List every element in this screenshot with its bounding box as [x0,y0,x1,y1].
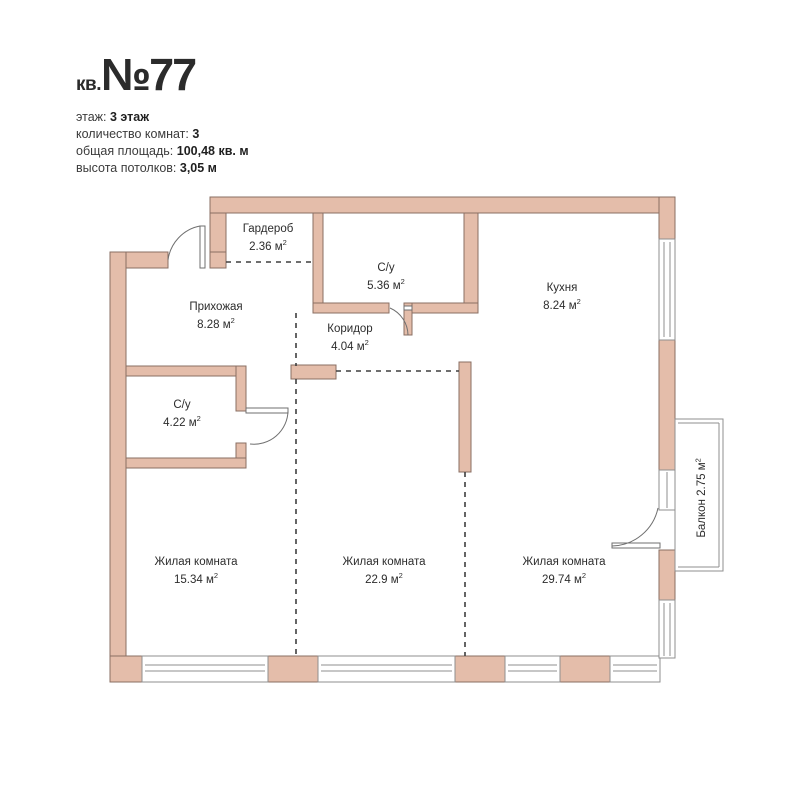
page-title: кв.№77 [76,52,496,97]
room-name-living-right: Жилая комната [522,556,606,568]
wall-bath-upper-right [463,212,479,314]
room-label-kitchen: Кухня 8.24 м2 [543,281,581,313]
room-name-corridor: Коридор [327,323,373,335]
title-prefix: кв. [76,74,101,95]
wall-bath-upper-left [312,212,324,314]
spec-value-floor: 3 этаж [109,110,150,124]
balcony-outline [674,418,724,572]
room-area-bath-upper: 5.36 м2 [367,277,405,292]
door-bath-lower-leaf [245,407,289,414]
wall-bottom-pier-2 [454,655,506,683]
windows [141,238,676,683]
room-label-bath-upper: С/у 5.36 м2 [367,261,405,293]
window-bottom-1-frame [141,655,269,683]
door-entrance-arc [167,225,201,261]
room-area-living-mid: 22.9 м2 [365,571,403,586]
room-label-bath-lower: С/у 4.22 м2 [163,398,201,430]
spec-label-floor: этаж: [76,110,107,124]
spec-label-ceiling-height: высота потолков: [76,161,177,175]
room-name-wardrobe: Гардероб [242,223,294,235]
room-area-wardrobe: 2.36 м2 [249,238,287,253]
window-bottom-right-frame [609,655,661,683]
spec-value-ceiling-height: 3,05 м [179,161,217,175]
room-name-bath-upper: С/у [377,262,395,274]
room-name-living-left: Жилая комната [154,556,238,568]
room-name-hallway: Прихожая [189,301,243,313]
wall-right-upper [658,196,676,240]
room-area-corridor: 4.04 м2 [331,338,369,353]
interior-walls [125,212,479,473]
spec-row-total-area: общая площадь: 100,48 кв. м [76,143,496,160]
wall-bottom-pier-3 [559,655,611,683]
room-label-hallway: Прихожая 8.28 м2 [189,300,242,332]
balcony-structure [674,418,724,572]
wall-right-lower-pier [658,549,676,601]
room-area-hallway: 8.28 м2 [197,316,235,331]
room-label-living-mid: Жилая комната 22.9 м2 [342,555,425,587]
exterior-walls [109,196,676,683]
room-label-living-right: Жилая комната 29.74 м2 [522,555,605,587]
window-right-lower-frame [658,599,676,659]
window-bottom-2-frame [317,655,456,683]
wall-bottom-pier-1 [267,655,319,683]
room-label-wardrobe: Гардероб 2.36 м2 [243,222,294,254]
wall-living-divider-stub [458,361,472,473]
room-name-living-mid: Жилая комната [342,556,426,568]
wall-bath-lower-right-upper [235,365,247,412]
room-area-living-right: 29.74 м2 [541,571,587,586]
room-name-balcony: Балкон 2.75 м2 [693,458,708,538]
door-balcony-arc [611,507,659,547]
door-bath-upper-leaf [403,305,413,311]
room-area-living-left: 15.34 м2 [173,571,219,586]
room-area-kitchen: 8.24 м2 [543,297,581,312]
spec-label-rooms: количество комнат: [76,127,189,141]
apartment-spec-list: этаж: 3 этаж количество комнат: 3 общая … [76,109,496,177]
wall-right-mid-pier [658,339,676,471]
window-bottom-3-frame [504,655,561,683]
wall-bath-lower-bottom [125,457,247,469]
door-bath-upper-arc [389,307,409,336]
dashed-boundaries [226,261,466,656]
door-bath-lower-arc [249,410,289,445]
spec-row-rooms: количество комнат: 3 [76,126,496,143]
wall-bath-upper-bottom-right [409,302,479,314]
wall-bath-upper-bottom-left [312,302,390,314]
doors [167,225,661,549]
spec-value-rooms: 3 [192,127,200,141]
wall-corridor-stub [290,364,337,380]
room-label-corridor: Коридор 4.04 м2 [327,322,372,354]
apartment-header: кв.№77 этаж: 3 этаж количество комнат: 3… [76,52,496,177]
room-label-living-left: Жилая комната 15.34 м2 [154,555,237,587]
room-name-kitchen: Кухня [546,282,578,294]
wall-top [209,196,676,214]
spec-label-total-area: общая площадь: [76,144,174,158]
wall-wardrobe-bottom-left [209,251,227,269]
title-number: №77 [100,49,197,100]
window-kitchen-frame [658,238,676,341]
room-name-bath-lower: С/у [173,399,191,411]
spec-row-ceiling-height: высота потолков: 3,05 м [76,160,496,177]
spec-row-floor: этаж: 3 этаж [76,109,496,126]
wall-bath-lower-top [125,365,247,377]
room-label-balcony: Балкон 2.75 м2 [691,423,709,573]
door-entrance-leaf [199,225,206,269]
spec-value-total-area: 100,48 кв. м [176,144,249,158]
wall-left-exterior [109,251,127,673]
room-area-bath-lower: 4.22 м2 [163,414,201,429]
wall-bottom-left-pier [109,655,143,683]
